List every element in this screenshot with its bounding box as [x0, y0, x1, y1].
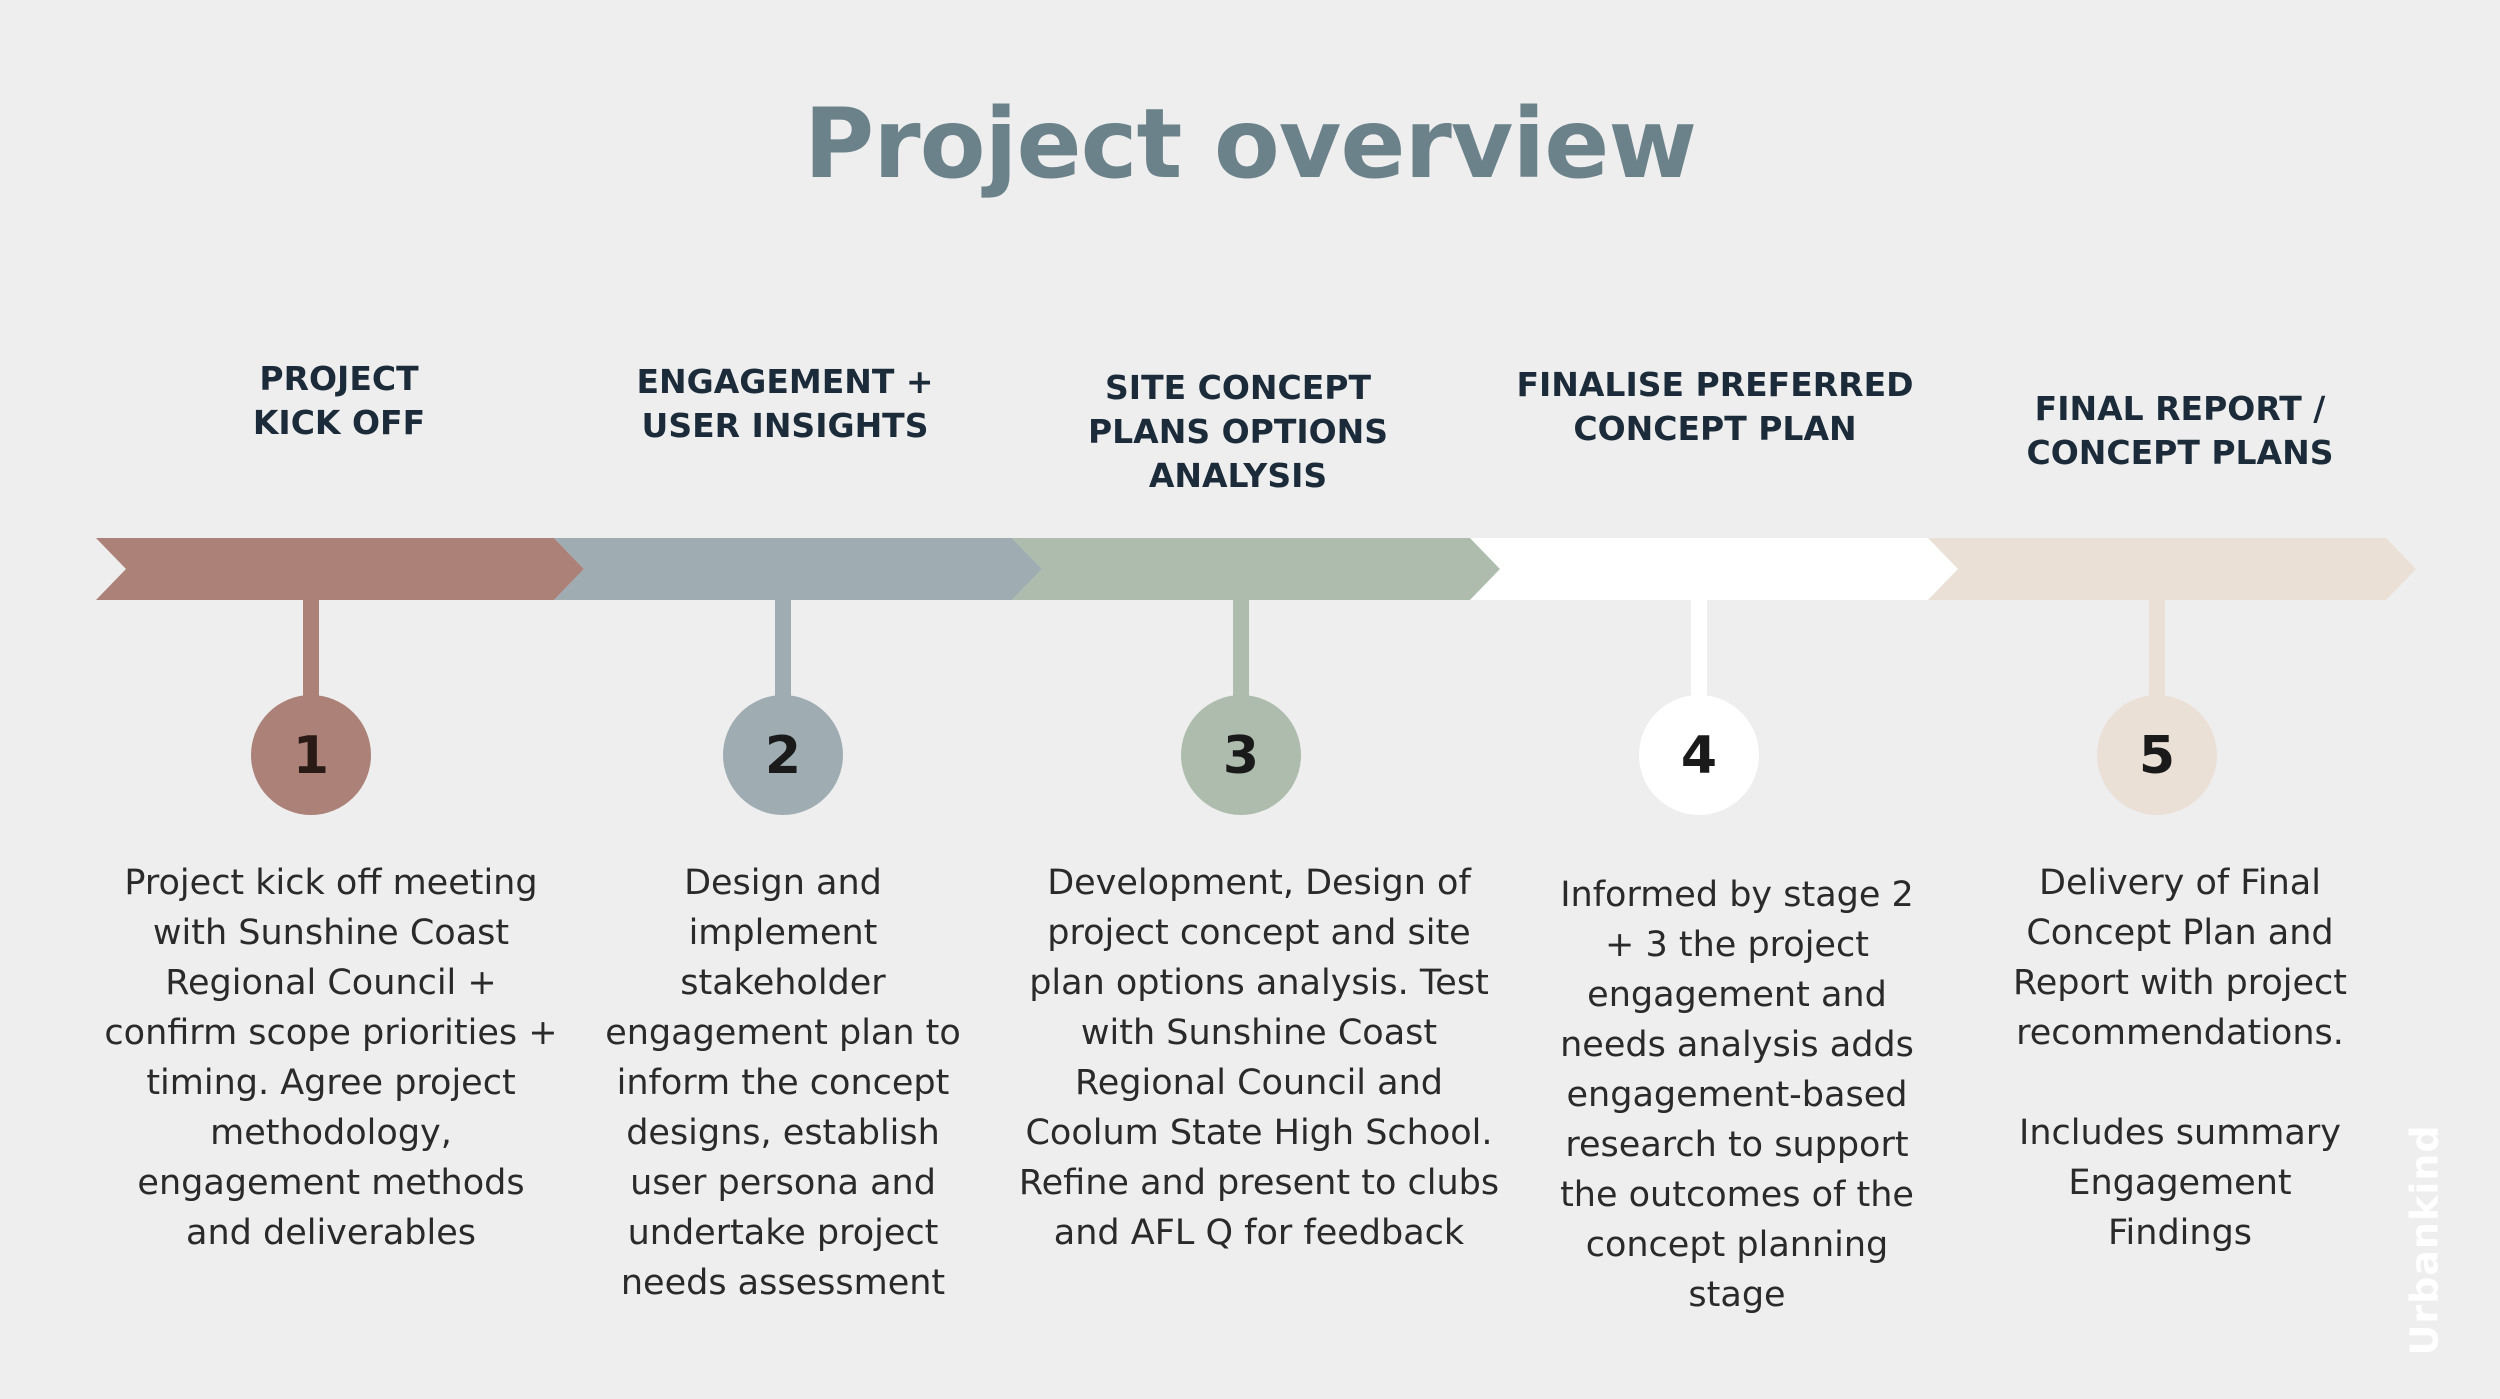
stage-number-4: 4	[1681, 726, 1717, 786]
stage-number-2: 2	[765, 726, 801, 786]
stage-arrow-1	[96, 538, 584, 600]
stage-title-line: SITE CONCEPT	[1105, 368, 1371, 407]
stage-description-3: Development, Design of project concept a…	[1018, 863, 1500, 1253]
stage-title-line: FINALISE PREFERRED	[1516, 365, 1914, 404]
stage-title-line: ENGAGEMENT +	[636, 362, 934, 401]
stage-circle-2	[723, 695, 843, 815]
stage-title-line: CONCEPT PLAN	[1573, 409, 1857, 448]
page-title: Project overview	[803, 88, 1697, 200]
stage-title-5: FINAL REPORT / CONCEPT PLANS	[1980, 387, 2380, 475]
stage-arrow-5	[1928, 538, 2416, 600]
stage-title-line: KICK OFF	[252, 403, 426, 442]
stage-number-5: 5	[2139, 726, 2175, 786]
stage-title-line: CONCEPT PLANS	[2026, 433, 2334, 472]
stage-circle-3	[1181, 695, 1301, 815]
stage-description-4: Informed by stage 2 + 3 the project enga…	[1560, 875, 1914, 1315]
stage-description-1: Project kick off meeting with Sunshine C…	[104, 863, 558, 1253]
stage-title-line: PLANS OPTIONS	[1087, 412, 1389, 451]
stage-circle-1	[251, 695, 371, 815]
stage-number-1: 1	[293, 726, 329, 786]
stage-title-3: SITE CONCEPT PLANS OPTIONS ANALYSIS	[1038, 366, 1438, 498]
stage-title-line: PROJECT	[259, 359, 419, 398]
stage-arrow-2	[554, 538, 1042, 600]
brand-watermark-text: Urbankind	[2403, 1124, 2448, 1356]
stage-title-line: USER INSIGHTS	[641, 406, 929, 445]
stage-title-1: PROJECT KICK OFF	[139, 357, 539, 445]
stage-title-2: ENGAGEMENT + USER INSIGHTS	[585, 360, 985, 448]
stage-description-5: Delivery of Final Concept Plan and Repor…	[2012, 863, 2347, 1253]
brand-watermark: Urbankind	[2395, 1124, 2455, 1356]
stage-title-line: ANALYSIS	[1148, 456, 1328, 495]
stage-circle-5	[2097, 695, 2217, 815]
stage-description-2: Design and implement stakeholder engagem…	[605, 863, 961, 1303]
stage-circle-4	[1639, 695, 1759, 815]
stage-arrow-4	[1470, 538, 1958, 600]
stage-title-4: FINALISE PREFERRED CONCEPT PLAN	[1515, 363, 1915, 451]
stage-title-line: FINAL REPORT /	[2034, 389, 2326, 428]
stage-arrow-3	[1012, 538, 1500, 600]
stage-number-3: 3	[1223, 726, 1259, 786]
